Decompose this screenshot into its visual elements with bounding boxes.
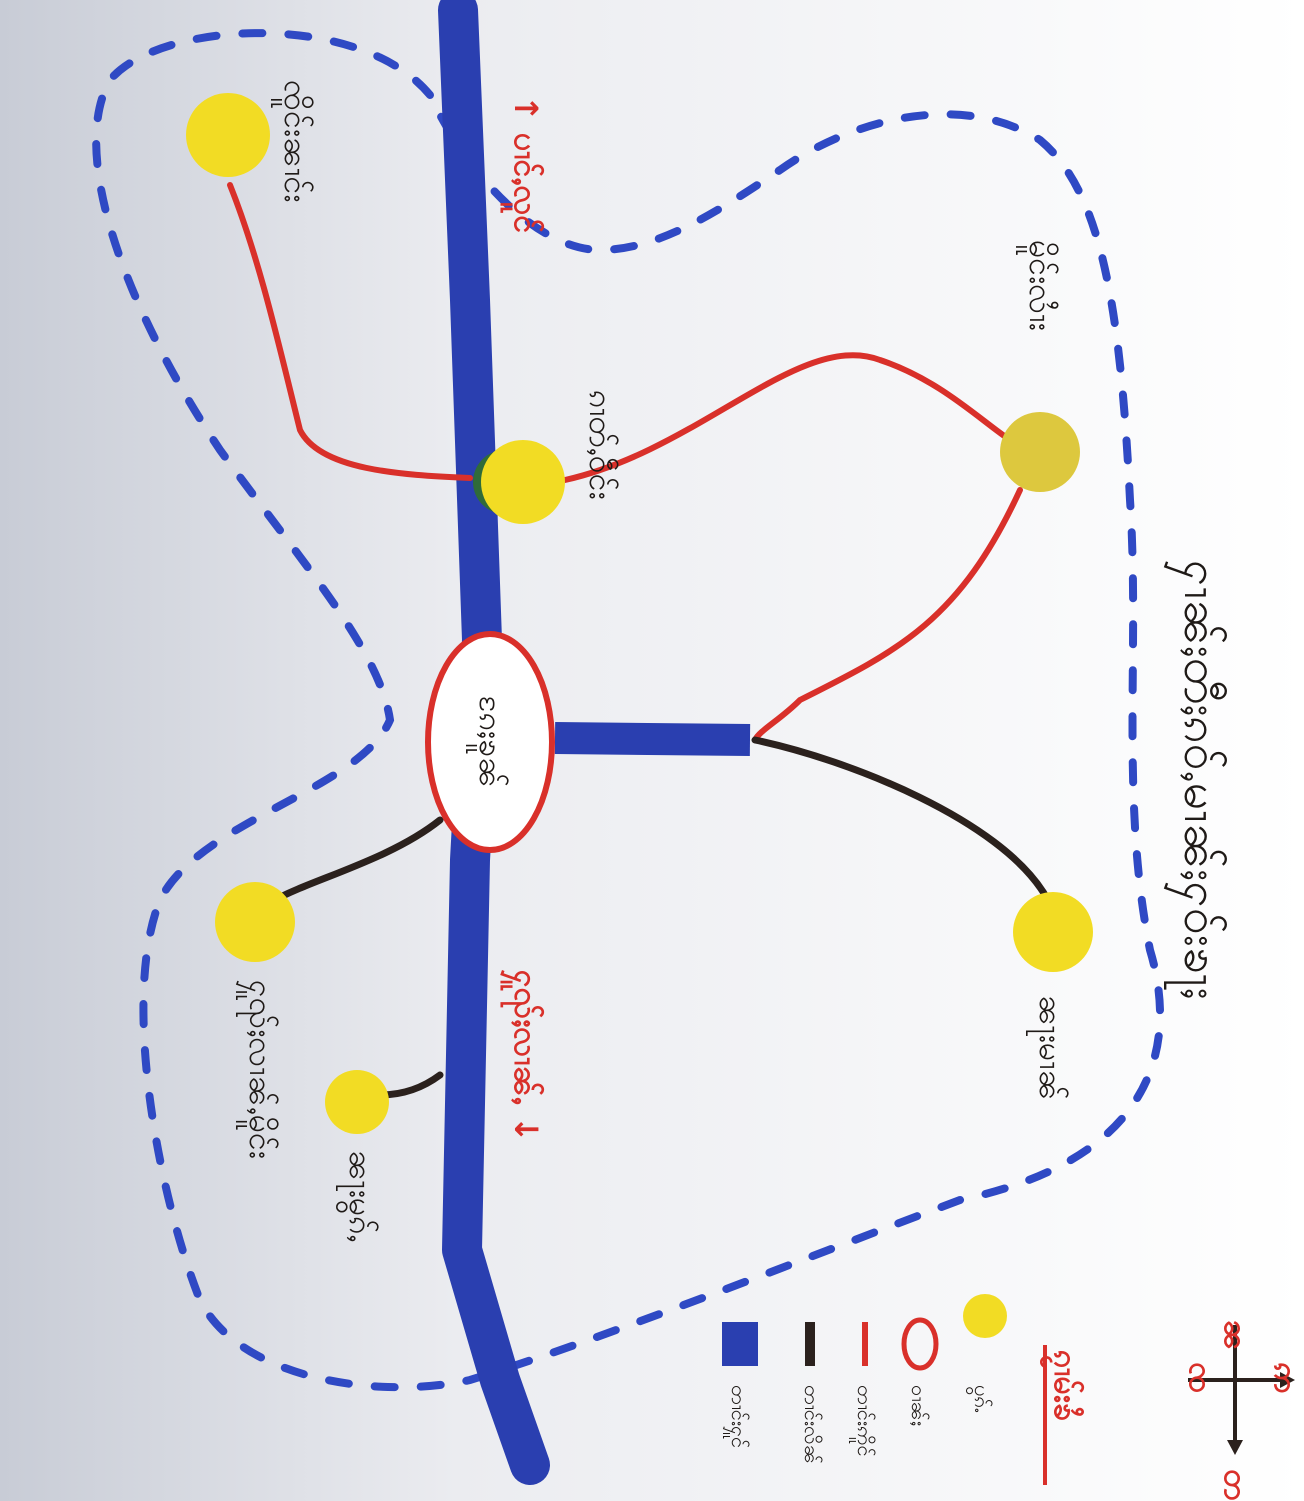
- path-crossing-to-east: [562, 352, 1013, 483]
- dirt-road-south: [751, 736, 1049, 899]
- compass-label-south: ၸ: [1182, 1362, 1220, 1393]
- compass-label-north: ၼ: [1217, 1320, 1255, 1351]
- road-direction-east: ↑ ပၢင်ႇလူင်: [500, 95, 545, 233]
- dot-west-upper[interactable]: [215, 882, 295, 962]
- label-south: ၼႃးမၢၼ်: [1026, 995, 1070, 1101]
- legend-highway-swatch: [722, 1322, 758, 1366]
- label-east-mid: မိူင်းလၢႆး: [1016, 240, 1060, 331]
- legend-title: ၵႂၢမ်းၶႆ: [1040, 1350, 1085, 1421]
- dot-east-mid[interactable]: [1000, 412, 1080, 492]
- branch-highway: [554, 722, 751, 756]
- legend-dot-swatch: [963, 1294, 1007, 1338]
- village-boundary-dashed: [92, 29, 1164, 1392]
- main-highway: [438, 0, 550, 1485]
- path-east-to-branch: [752, 487, 1023, 743]
- dirt-road-west-upper: [271, 816, 444, 904]
- road-direction-west: ႁူၺ်ႈလၢၼ်ႇ ↓: [500, 970, 545, 1143]
- label-west-upper: ႁူၺ်ႈလၢၼ်ႇမိူင်း: [236, 980, 280, 1159]
- compass-label-west: တ: [1217, 1469, 1255, 1500]
- map-legend: တၢင်းႁူင် တၢင်းလိၼ် တၢင်းဢိူင် ဝၢၼ်ႈ ပွၵ…: [722, 1294, 1085, 1485]
- legend-item-village: ဝၢၼ်ႈ: [907, 1385, 931, 1426]
- legend-item-path: တၢင်းဢိူင်: [849, 1385, 877, 1457]
- legend-village-swatch: [901, 1317, 939, 1371]
- dot-northeast[interactable]: [186, 93, 270, 177]
- label-west-lower: ၼႃးမွၵ်ႇ: [336, 1150, 380, 1242]
- dot-south[interactable]: [1013, 892, 1093, 972]
- legend-item-dirt: တၢင်းလိၼ်: [800, 1385, 824, 1464]
- compass-arrow-west: [1227, 1440, 1243, 1455]
- legend-item-dot: ပွၵ်ႉ: [966, 1385, 994, 1413]
- label-center-village: ၵႄႈၶူၼ်: [466, 696, 510, 788]
- path-to-northeast: [227, 182, 473, 481]
- legend-item-highway: တၢင်းႁူင်: [723, 1385, 751, 1448]
- center-village-circle[interactable]: [425, 631, 555, 853]
- compass: ၼ ၸ ဢ တ: [1182, 1320, 1304, 1501]
- label-northeast: ၸိူင်းၼၢင်း: [271, 80, 315, 202]
- compass-arrow-north: [1280, 1372, 1295, 1388]
- dot-crossing[interactable]: [481, 440, 565, 524]
- dot-west-lower[interactable]: [325, 1070, 389, 1134]
- label-crossing: ၵၢတ်ႇဝဵင်း: [582, 390, 620, 500]
- compass-label-east: ဢ: [1267, 1362, 1304, 1393]
- map-title: ႁၢၼ်ႈတီႈၵဝ်ႇမၢၼ်ႈႁဝ်းၶႃႈ: [1162, 560, 1229, 1000]
